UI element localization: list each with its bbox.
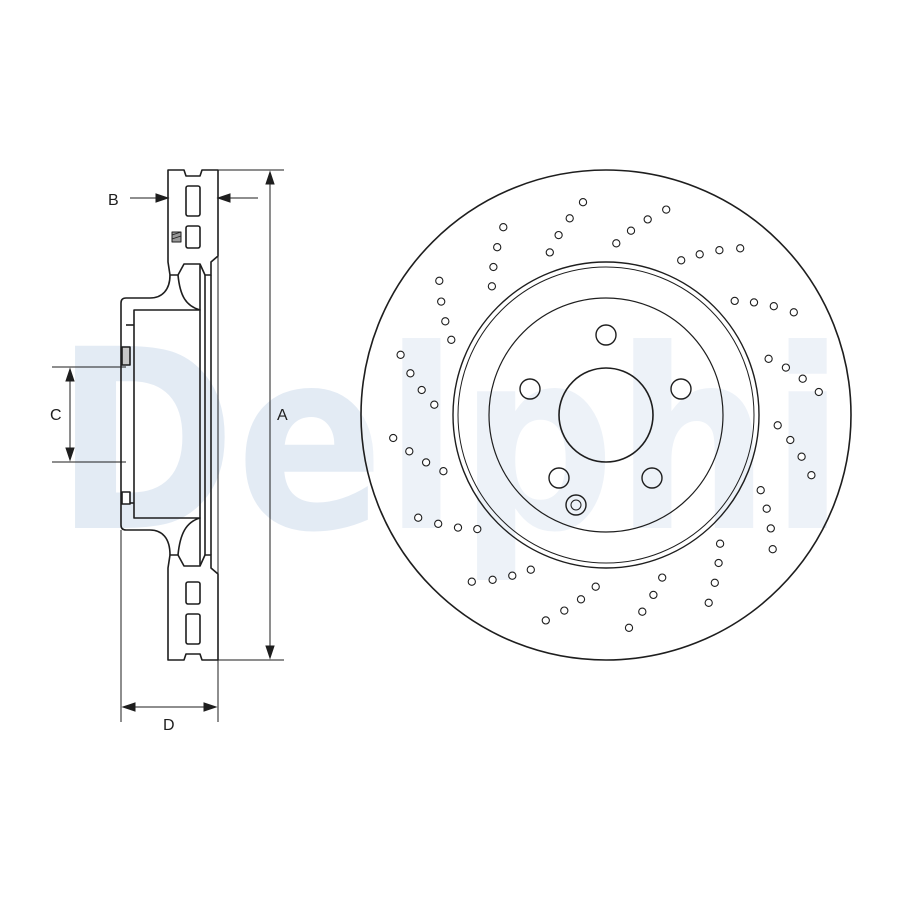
- drill-hole: [554, 230, 563, 240]
- dimension-label-d: D: [163, 717, 175, 734]
- drill-hole: [489, 262, 498, 272]
- hat-edge: [488, 297, 724, 533]
- drill-hole: [447, 335, 456, 344]
- friction-ring-inner-edge: [452, 261, 760, 569]
- drill-hole: [638, 607, 647, 616]
- vent-slot: [185, 613, 201, 645]
- drill-hole: [441, 317, 450, 326]
- drill-hole: [405, 447, 414, 456]
- vent-slot: [185, 581, 201, 605]
- dimension-label-b: B: [108, 192, 119, 209]
- upper-friction-ring: [167, 169, 219, 276]
- drill-hole: [768, 545, 777, 554]
- drill-hole: [789, 308, 798, 317]
- drill-hole: [565, 214, 574, 223]
- disc-outer-edge: [360, 169, 852, 661]
- drill-hole: [749, 298, 759, 307]
- disc-side-view: [120, 169, 219, 661]
- drill-hole: [437, 297, 446, 306]
- drill-hole: [662, 205, 671, 214]
- drilled-holes: [389, 198, 823, 632]
- bolt-hole: [595, 324, 617, 346]
- drill-hole: [545, 248, 554, 257]
- drill-hole: [649, 590, 658, 600]
- vent-slot: [185, 225, 201, 249]
- hatch-marker: [171, 231, 182, 243]
- drill-hole: [591, 582, 600, 591]
- center-bore: [558, 367, 654, 463]
- drill-hole: [414, 513, 423, 522]
- bolt-hole: [670, 378, 692, 400]
- drill-hole: [434, 519, 443, 528]
- drill-hole: [756, 486, 765, 495]
- drill-hole: [576, 595, 586, 604]
- drill-hole: [762, 504, 771, 513]
- friction-ring-inner-edge-2: [457, 266, 755, 564]
- drill-hole: [612, 239, 621, 248]
- drill-hole: [773, 421, 782, 430]
- drill-hole: [730, 296, 739, 306]
- drill-hole: [704, 598, 713, 607]
- drill-hole: [695, 250, 704, 259]
- disc-front-view: [360, 169, 852, 661]
- drill-hole: [643, 215, 652, 224]
- drill-hole: [560, 606, 569, 615]
- drill-hole: [624, 623, 634, 632]
- drill-hole: [487, 282, 497, 291]
- drill-hole: [389, 433, 398, 443]
- hub-marker: [121, 491, 131, 505]
- locator-screw-hole-inner: [570, 499, 582, 511]
- drill-hole: [710, 578, 719, 587]
- drill-hole: [493, 243, 502, 252]
- drill-hole: [715, 246, 724, 255]
- drill-hole: [406, 369, 415, 378]
- drill-hole: [658, 573, 667, 582]
- drill-hole: [439, 467, 448, 476]
- drill-hole: [814, 387, 823, 397]
- drill-hole: [473, 524, 482, 534]
- dimension-label-a: A: [277, 407, 288, 424]
- hat-inner-outline: [133, 274, 201, 556]
- bolt-hole: [548, 467, 570, 489]
- drill-hole: [430, 400, 439, 409]
- lower-friction-ring: [167, 554, 219, 661]
- drill-hole: [715, 539, 725, 548]
- drill-hole: [508, 571, 517, 580]
- drill-hole: [677, 256, 686, 265]
- drill-hole: [807, 471, 816, 480]
- drill-hole: [736, 244, 745, 253]
- drill-hole: [453, 523, 463, 532]
- drill-hole: [626, 226, 636, 235]
- drill-hole: [499, 223, 508, 232]
- drill-hole: [769, 302, 778, 311]
- drill-hole: [764, 354, 773, 363]
- drill-hole: [578, 198, 588, 207]
- hub-marker: [121, 346, 131, 366]
- drill-hole: [467, 577, 476, 586]
- bolt-hole: [519, 378, 541, 400]
- drill-hole: [541, 616, 550, 625]
- hat-outline: [120, 274, 171, 556]
- drill-hole: [798, 374, 807, 383]
- dimension-label-c: C: [50, 407, 62, 424]
- drill-hole: [781, 363, 791, 372]
- drill-hole: [714, 558, 723, 568]
- watermark-logo: Delphi: [55, 296, 845, 587]
- dimension-lines: [52, 169, 284, 722]
- drill-hole: [396, 350, 405, 359]
- drill-hole: [488, 575, 497, 584]
- drill-hole: [786, 435, 795, 445]
- locator-screw-hole: [565, 494, 587, 516]
- bolt-hole: [641, 467, 663, 489]
- drill-hole: [417, 385, 426, 395]
- drill-hole: [797, 452, 806, 461]
- vent-slot: [185, 185, 201, 217]
- drill-hole: [526, 565, 535, 574]
- drill-hole: [766, 524, 775, 533]
- drill-hole: [421, 458, 431, 467]
- drill-hole: [435, 276, 444, 285]
